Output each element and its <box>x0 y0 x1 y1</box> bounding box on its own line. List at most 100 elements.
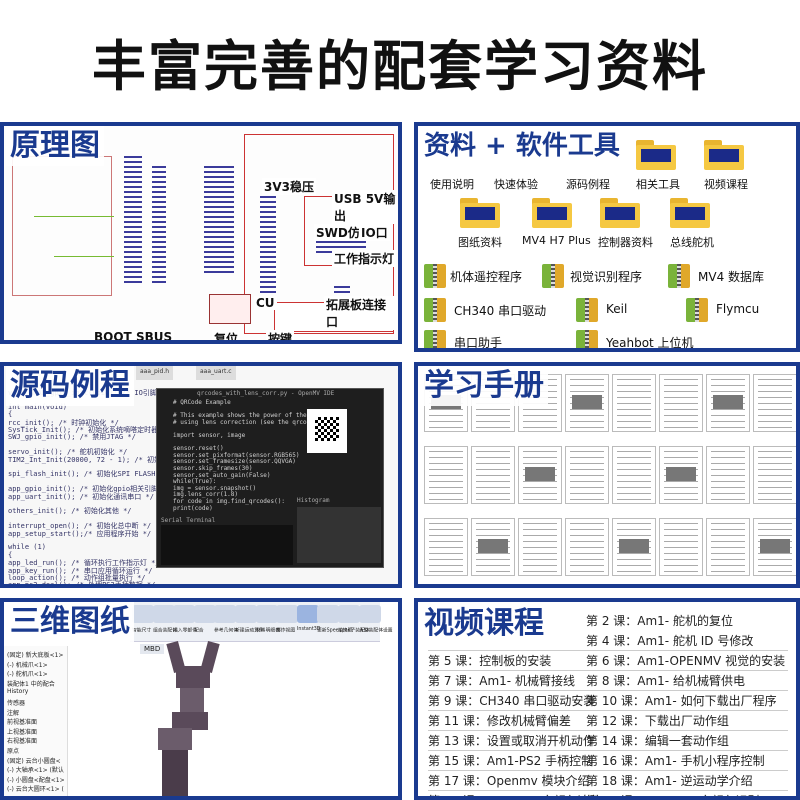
schematic-title: 原理图 <box>6 126 104 166</box>
cad-tab-mbd[interactable]: MBD <box>140 644 165 654</box>
manual-page-thumbnail[interactable] <box>706 374 750 432</box>
tab-uart[interactable]: aaa_uart.c <box>196 366 236 380</box>
folder-label: 相关工具 <box>636 178 680 191</box>
manual-page-thumbnail[interactable] <box>659 446 703 504</box>
tree-item[interactable]: (-) 机械爪<1> <box>7 661 48 669</box>
manual-page-thumbnail[interactable] <box>706 518 750 576</box>
manual-page-thumbnail[interactable] <box>471 518 515 576</box>
tree-item[interactable]: History <box>7 688 29 696</box>
manual-page-thumbnail[interactable] <box>518 446 562 504</box>
folder-icon[interactable] <box>670 198 710 228</box>
toolbar-button-icon[interactable] <box>132 605 154 623</box>
lesson-item[interactable]: 第 12 课：下载出厂动作组 <box>586 714 729 728</box>
lesson-item[interactable]: 第 7 课：Am1- 机械臂接线 <box>428 674 575 688</box>
schem-label-ext: 拓展板连接口 <box>324 296 398 330</box>
archive-label: 串口助手 <box>454 336 503 350</box>
manual-page-thumbnail[interactable] <box>612 446 656 504</box>
lesson-item[interactable]: 第 6 课：Am1-OPENMV 视觉的安装 <box>586 654 786 668</box>
tree-item[interactable]: (-) 云台大圆环<1> ( <box>7 786 64 794</box>
manual-page-thumbnail[interactable] <box>753 374 796 432</box>
manual-page-thumbnail[interactable] <box>471 446 515 504</box>
archive-icon[interactable] <box>668 264 690 288</box>
toolbar-button-icon[interactable] <box>296 605 319 623</box>
tree-item[interactable]: (-) 大轴承<1> (默认 <box>7 767 64 775</box>
manual-page-thumbnail[interactable] <box>424 446 468 504</box>
toolbar-button-icon[interactable] <box>358 605 381 623</box>
toolbar-button-icon[interactable] <box>173 605 196 623</box>
lesson-item[interactable]: 第 16 课：Am1- 手机小程序控制 <box>586 754 765 768</box>
manual-page-thumbnail[interactable] <box>612 518 656 576</box>
toolbar-button-icon[interactable] <box>338 605 360 623</box>
tree-item[interactable]: 前视基准面 <box>7 719 38 727</box>
manual-page-thumbnail[interactable] <box>424 518 468 576</box>
lesson-item[interactable]: 第 2 课：Am1- 舵机的复位 <box>586 614 733 628</box>
folder-icon[interactable] <box>532 198 572 228</box>
tree-item[interactable]: 右视基准面 <box>7 738 38 746</box>
archive-icon[interactable] <box>686 298 708 322</box>
toolbar-button-icon[interactable] <box>152 605 175 623</box>
lesson-divider <box>428 790 788 791</box>
schem-label-boot: BOOT <box>92 330 134 344</box>
lesson-item[interactable]: 第 4 课：Am1- 舵机 ID 号修改 <box>586 634 754 648</box>
archive-icon[interactable] <box>576 298 598 322</box>
lesson-divider <box>428 750 788 751</box>
folder-label: 视频课程 <box>704 178 748 191</box>
code-line: app_setup_start();/* 应用程序开始 */ <box>8 529 152 538</box>
folder-icon[interactable] <box>636 140 676 170</box>
lesson-item[interactable]: 第 5 课：控制板的安装 <box>428 654 552 668</box>
lesson-item[interactable]: 第 9 课：CH340 串口驱动安装 <box>428 694 596 708</box>
tree-item[interactable]: 传感器 <box>7 700 26 707</box>
toolbar-button-label: 爆炸视图 <box>276 627 296 634</box>
folder-icon[interactable] <box>704 140 744 170</box>
tab-pid[interactable]: aaa_pid.h <box>136 366 174 380</box>
tree-item[interactable]: (固定) 新大底板<1> <box>7 652 64 659</box>
toolbar-button-icon[interactable] <box>255 605 278 623</box>
folder-icon[interactable] <box>460 198 500 228</box>
archive-icon[interactable] <box>424 298 446 322</box>
manual-page-thumbnail[interactable] <box>753 446 796 504</box>
lesson-item[interactable]: 第 15 课：Am1-PS2 手柄控制 <box>428 754 594 768</box>
toolbar-button-label: 配合 <box>193 627 204 634</box>
ide-code-line: # using lens correction (see the qrcodes… <box>173 418 336 426</box>
toolbar-button-icon[interactable] <box>276 605 299 623</box>
manual-page-thumbnail[interactable] <box>706 446 750 504</box>
tree-item[interactable]: (-) 舵机爪<1> <box>7 671 48 679</box>
lesson-item[interactable]: 第 11 课：修改机械臂偏差 <box>428 714 571 728</box>
lesson-item[interactable]: 第 13 课：设置或取消开机动作 <box>428 734 595 748</box>
tree-item[interactable]: 注解 <box>7 709 20 717</box>
lesson-item[interactable]: 第 20 课：Openmv 之颜色识别 <box>586 792 760 796</box>
archive-icon[interactable] <box>424 330 446 348</box>
manual-page-thumbnail[interactable] <box>565 374 609 432</box>
archive-icon[interactable] <box>424 264 446 288</box>
toolbar-button-icon[interactable] <box>193 605 216 623</box>
lesson-item[interactable]: 第 19 课：Openmv 之颜色追踪 <box>428 792 602 796</box>
toolbar-button-icon[interactable] <box>235 605 257 623</box>
lesson-item[interactable]: 第 17 课：Openmv 模块介绍 <box>428 774 590 788</box>
manual-page-thumbnail[interactable] <box>565 446 609 504</box>
tree-item[interactable]: (-) 小圆盘<配盘<1> <box>7 776 65 784</box>
folder-icon[interactable] <box>600 198 640 228</box>
archive-icon[interactable] <box>576 330 598 348</box>
code-line: app_gpio_init(); /* 初始化gpio相关引脚 */ <box>8 485 171 494</box>
manual-page-thumbnail[interactable] <box>753 518 796 576</box>
manual-page-thumbnail[interactable] <box>518 518 562 576</box>
tree-item[interactable]: 装配体1 中的配合 <box>7 680 55 688</box>
ide-code-line: while(True): <box>173 478 217 486</box>
toolbar-button-icon[interactable] <box>214 605 237 623</box>
tree-item[interactable]: (固定) 云台小圆盘< <box>7 757 61 765</box>
lesson-item[interactable]: 第 14 课：编辑一套动作组 <box>586 734 729 748</box>
manual-page-thumbnail[interactable] <box>612 374 656 432</box>
manual-page-thumbnail[interactable] <box>659 518 703 576</box>
manual-page-thumbnail[interactable] <box>565 518 609 576</box>
lesson-item[interactable]: 第 8 课：Am1- 给机械臂供电 <box>586 674 745 688</box>
toolbar-button-icon[interactable] <box>317 605 340 623</box>
code-line: rcc_init(); /* 时钟初始化 */ <box>8 418 119 427</box>
manual-page-thumbnail[interactable] <box>659 374 703 432</box>
tree-item[interactable]: 上视基准面 <box>7 728 38 736</box>
lesson-item[interactable]: 第 10 课：Am1- 如何下载出厂程序 <box>586 694 777 708</box>
lesson-divider <box>428 770 788 771</box>
lesson-item[interactable]: 第 18 课：Am1- 逆运动学介绍 <box>586 774 753 788</box>
schem-label-swd: SWD仿真 <box>314 224 374 241</box>
archive-icon[interactable] <box>542 264 564 288</box>
tree-item[interactable]: 原点 <box>7 748 20 755</box>
